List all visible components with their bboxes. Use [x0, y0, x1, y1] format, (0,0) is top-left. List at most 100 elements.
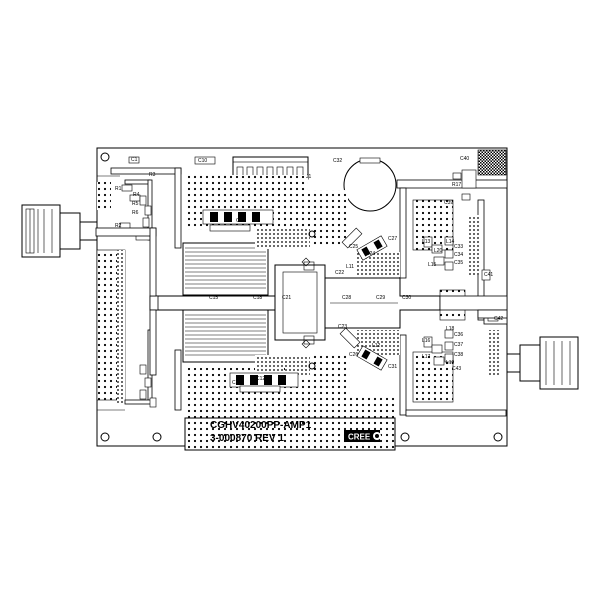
ref-c33: C33	[454, 244, 463, 250]
inductor	[423, 236, 433, 248]
cree-logo: CREE	[344, 430, 381, 442]
inductor	[431, 244, 443, 254]
capacitor	[444, 353, 454, 363]
ref-l14: L14	[446, 239, 455, 245]
ref-c30: C30	[402, 295, 411, 301]
ref-c27: C27	[388, 236, 397, 242]
mounting-hole	[493, 432, 503, 442]
ref-c15: C15	[209, 295, 218, 301]
resistor	[452, 172, 462, 180]
inductor	[433, 256, 445, 266]
via-array	[255, 355, 283, 377]
mounting-hole	[100, 152, 110, 162]
matching-network-upper	[182, 242, 269, 296]
alignment-mark	[301, 339, 311, 349]
ref-l11: L11	[346, 264, 354, 270]
ref-c38: C38	[454, 352, 463, 358]
angled-component-upper	[356, 235, 388, 261]
via-array	[285, 355, 310, 377]
capacitor	[444, 236, 454, 246]
ground-field	[487, 330, 501, 375]
ref-c22: C22	[335, 270, 344, 276]
capacitor	[142, 217, 150, 228]
via-array	[255, 227, 283, 249]
ref-c35: C35	[454, 260, 463, 266]
ref-c13: C13	[232, 380, 241, 386]
ref-c43: C43	[452, 366, 461, 372]
mounting-hole	[400, 432, 410, 442]
ref-r3: R3	[149, 172, 156, 178]
ref-c10: C10	[198, 158, 207, 164]
ref-c26: C26	[349, 352, 358, 358]
mounting-hole	[152, 432, 162, 442]
ref-l13: L13	[422, 239, 431, 245]
ref-c12: C12	[256, 376, 265, 382]
capacitor	[144, 205, 152, 216]
ref-l17: L17	[422, 354, 431, 360]
via-array	[285, 227, 310, 249]
capacitor	[149, 397, 157, 408]
capacitor	[444, 249, 454, 259]
rf-output-connector	[506, 336, 579, 390]
capacitor	[139, 195, 147, 206]
ref-l18: L18	[446, 326, 455, 332]
ref-c23: C23	[338, 324, 347, 330]
resistor	[121, 184, 133, 192]
inductor	[423, 336, 433, 348]
ref-l20: L20	[434, 248, 443, 254]
ref-c24: C24	[366, 251, 375, 257]
ref-c18: C18	[253, 295, 262, 301]
ref-c42: C42	[494, 316, 503, 322]
ref-r5: R5	[132, 201, 139, 207]
angled-component-mid-lower	[339, 327, 361, 349]
ground-field	[467, 215, 479, 275]
ref-c41: C41	[484, 272, 493, 278]
ground-strip	[117, 250, 125, 405]
capacitor	[139, 364, 147, 375]
bias-trace	[124, 179, 151, 185]
matching-network-lower	[182, 309, 269, 363]
alignment-mark	[301, 257, 311, 267]
ref-c31: C31	[388, 364, 397, 370]
ref-c32: C32	[333, 158, 342, 164]
ref-c25: C25	[349, 244, 358, 250]
ref-c11: C11	[236, 218, 245, 224]
ref-c28: C28	[342, 295, 351, 301]
capacitor	[144, 377, 152, 388]
ref-c34: C34	[454, 252, 463, 258]
ref-c40: C40	[460, 156, 469, 162]
ref-c39: C39	[444, 200, 453, 206]
ref-l16: L16	[422, 338, 431, 344]
revision-label: 3-000870 REV 1	[210, 433, 284, 444]
bias-trace	[110, 167, 182, 175]
ref-j1: J1	[306, 174, 312, 180]
rf-input-connector	[21, 204, 98, 258]
ref-r2: R2	[115, 223, 122, 229]
mounting-hole	[100, 432, 110, 442]
ref-c1: C1	[131, 157, 138, 163]
inductor	[433, 356, 445, 366]
capacitor	[194, 156, 216, 165]
ref-l12: L12	[372, 343, 381, 349]
electrolytic-capacitor	[343, 157, 397, 212]
ref-r1: R1	[115, 186, 122, 192]
ref-l19: L19	[446, 360, 455, 366]
ground-pad-square	[477, 149, 507, 176]
transistor-package	[274, 230, 326, 370]
capacitor	[139, 389, 147, 400]
logo-text: CREE	[348, 433, 371, 442]
ref-c36: C36	[454, 332, 463, 338]
ref-l15: L15	[428, 262, 437, 268]
capacitor	[444, 341, 454, 351]
capacitor	[444, 261, 454, 271]
ref-r6: R6	[132, 210, 139, 216]
capacitor	[444, 329, 454, 339]
component-cluster-top	[202, 209, 274, 232]
angled-component-lower	[356, 345, 388, 371]
ref-c37: C37	[454, 342, 463, 348]
ground-strip	[97, 182, 111, 210]
part-number-label: CGHV40200PP-AMP1	[210, 420, 312, 431]
angled-component-mid-upper	[341, 227, 363, 249]
resistor	[128, 156, 140, 164]
